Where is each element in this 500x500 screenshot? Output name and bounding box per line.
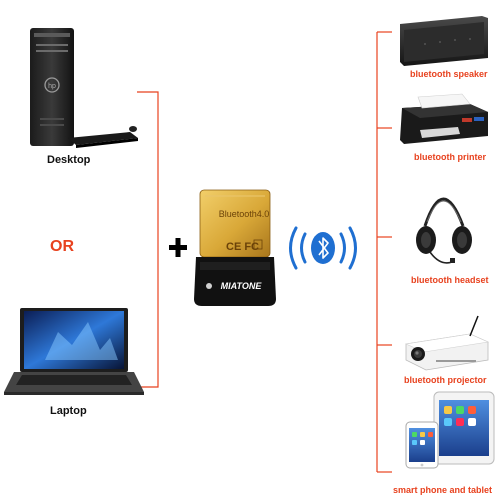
headset-icon [416,197,472,264]
plus-sign [169,238,187,257]
left-bracket-line [137,91,159,388]
desktop-label: Desktop [47,154,91,166]
phone-tablet-icon [405,391,495,469]
device-label-printer: bluetooth printer [414,152,486,162]
device-label-phone-tablet: smart phone and tablet [393,485,493,495]
left-bracket [137,91,159,388]
speaker-icon [400,16,488,66]
or-label: OR [50,238,74,255]
device-label-speaker: bluetooth speaker [410,69,488,79]
desktop-icon: hp [30,28,138,148]
bluetooth-signal-icon [289,226,357,270]
right-bracket [376,31,392,473]
adapter-brand: MIATONE [221,281,263,291]
device-label-projector: bluetooth projector [404,375,487,385]
usb-adapter: Bluetooth4.0 CE FC MIATONE [194,189,276,306]
device-label-headset: bluetooth headset [411,275,489,285]
printer-icon [400,93,488,144]
projector-icon [404,315,490,371]
svg-text:hp: hp [48,83,56,90]
laptop-icon [4,308,144,395]
laptop-label: Laptop [50,405,87,417]
adapter-chip-text: Bluetooth4.0 [219,209,270,219]
adapter-cert-marks: CE FC [226,241,259,253]
